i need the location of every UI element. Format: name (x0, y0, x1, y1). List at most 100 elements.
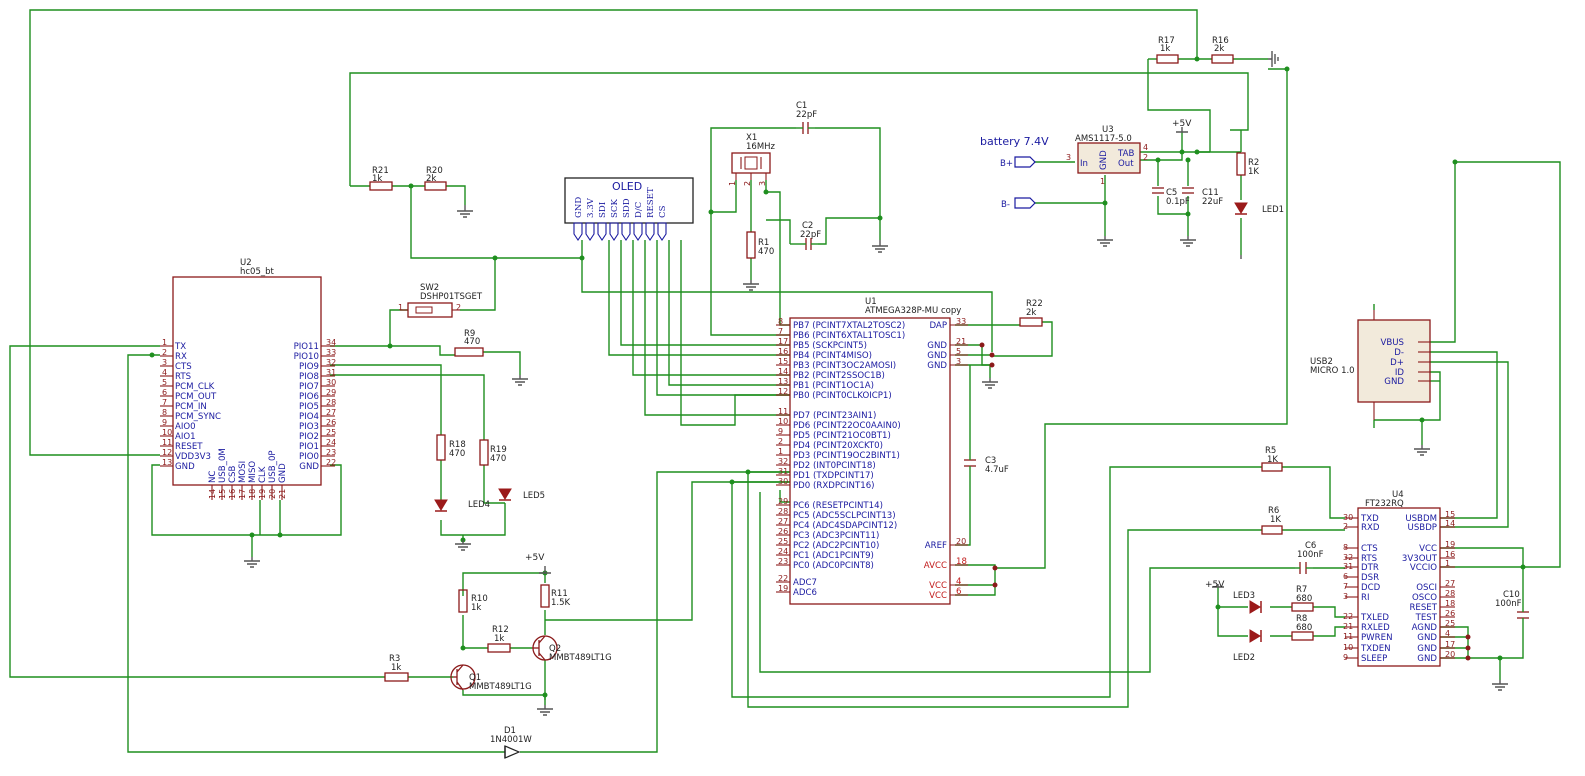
u3-num-tab: 4 (1143, 143, 1148, 152)
u1-pin-name: PD6 (PCINT22OC0AAIN0) (793, 421, 901, 431)
u2-pin-name: GND (299, 462, 319, 472)
u4-pin-number: 3 (1343, 592, 1348, 601)
u2-pin-name: CLK (258, 466, 268, 483)
q1-value: MMBT489LT1G (469, 682, 532, 692)
u4-value: FT232RQ (1365, 499, 1404, 509)
u1-pin-number: 13 (778, 377, 788, 386)
u4-pin-number: 15 (1445, 510, 1455, 519)
u1-pin-name: PB3 (PCINT3OC2AMOSI) (793, 361, 896, 371)
u4-pin-number: 14 (1445, 519, 1455, 528)
u4-pin-number: 7 (1343, 582, 1348, 591)
usb2-pin-name: GND (1384, 377, 1404, 387)
u4-pin-number: 11 (1343, 632, 1353, 641)
r8-value: 680 (1296, 623, 1312, 633)
r6-value: 1K (1270, 515, 1281, 525)
u4-pin-number: 17 (1445, 640, 1455, 649)
u1-pin-number: 33 (956, 317, 966, 326)
u4-pin-number: 9 (1343, 653, 1348, 662)
u3-num-out: 2 (1143, 153, 1148, 162)
u2-pin-name: CTS (175, 362, 192, 372)
u2-pin-name: PIO6 (299, 392, 319, 402)
u1-pin-number: 20 (956, 537, 966, 546)
u2-pin-name: USB_0M (218, 448, 228, 483)
resistors-horizontal: R21 1k R20 2k R9 470 R3 1k R12 1k R22 2k… (369, 36, 1314, 682)
u2-pin-number: 26 (326, 418, 336, 427)
u1-pin-number: 27 (778, 517, 788, 526)
u1-pin-number: 17 (778, 337, 788, 346)
x1-pin3: 3 (758, 181, 767, 186)
u2-pin-name: GND (278, 463, 288, 483)
u1-pin-number: 25 (778, 537, 788, 546)
x1-ref: X1 (746, 133, 757, 143)
u2-pin-name: PCM_OUT (175, 392, 217, 402)
u2-pin-number: 13 (162, 458, 172, 467)
u1-pin-number: 15 (778, 357, 788, 366)
u4-pin-name: 3V3OUT (1402, 554, 1438, 564)
u4-pin-number: 28 (1445, 589, 1455, 598)
u4-pin-name: VCC (1419, 544, 1437, 554)
d1-value: 1N4001W (490, 735, 532, 745)
u2-pin-number: 8 (162, 408, 167, 417)
u4-pin-number: 26 (1445, 609, 1455, 618)
r18-ref: R18 (449, 440, 466, 450)
oled-pin-shape (645, 222, 655, 241)
u2-pin-name: AIO0 (175, 422, 196, 432)
q2-value: MMBT489LT1G (549, 653, 612, 663)
u2-pin-number: 21 (278, 489, 287, 499)
r16-ref: R16 (1212, 36, 1229, 46)
u4-pin-name: SLEEP (1361, 654, 1387, 664)
r2-value: 1K (1248, 167, 1259, 177)
u2-pin-number: 22 (326, 458, 336, 467)
u3-pin-out: Out (1118, 159, 1134, 169)
led3-ref: LED3 (1233, 591, 1255, 601)
c11-ref: C11 (1202, 188, 1219, 198)
u1-pin-number: 24 (778, 547, 788, 556)
oled-pin-shape (609, 222, 619, 241)
u2-pin-name: RX (175, 352, 187, 362)
oled-pin-name: SCK (610, 199, 620, 218)
u1-pin-number: 32 (778, 457, 788, 466)
u1-pin-number: 23 (778, 557, 788, 566)
u1-pin-number: 18 (956, 557, 967, 567)
sw2-pin2: 2 (456, 303, 461, 312)
u4-pin-number: 25 (1445, 619, 1455, 628)
u2-pin-number: 34 (326, 338, 336, 347)
u1-pin-number: 30 (778, 477, 788, 486)
battery-label: battery 7.4V (980, 135, 1049, 148)
resistors-vertical: R1 470 R18 470 R19 470 R10 1k R11 1.5K R… (436, 152, 1259, 613)
led2-ref: LED2 (1233, 653, 1255, 663)
oled-pin-shape (585, 222, 595, 241)
oled-pin-shape (633, 222, 643, 241)
oled-pin-name: 3.3V (586, 197, 596, 218)
u1-pin-name: PC1 (ADC1PCINT9) (793, 551, 874, 561)
bminus-label: B- (1001, 200, 1010, 210)
r11-value: 1.5K (551, 598, 571, 608)
u2-pin-name: GND (175, 462, 195, 472)
u1-pin-name: GND (927, 341, 947, 351)
u3-pin-in: In (1080, 159, 1088, 169)
u2-pin-name: PIO4 (299, 412, 319, 422)
r1-ref: R1 (758, 238, 769, 248)
u4-pin-name: DSR (1361, 573, 1379, 583)
x1-crystal: X1 16MHz 1 2 3 (728, 133, 776, 186)
u2-pin-name: NC (208, 471, 218, 483)
u2-pin-number: 30 (326, 378, 336, 387)
bplus-label: B+ (1000, 159, 1013, 169)
c1-value: 22pF (796, 110, 817, 120)
r2-ref: R2 (1248, 158, 1259, 168)
u1-pin-name: PB0 (PCINT0CLKOICP1) (793, 391, 892, 401)
u2-pin-number: 5 (162, 378, 167, 387)
c11-value: 22uF (1202, 197, 1223, 207)
d1-ref: D1 (504, 726, 516, 736)
led5-ref: LED5 (523, 491, 545, 501)
u2-pin-name: MISO (248, 461, 258, 483)
led4-ref: LED4 (468, 500, 490, 510)
r12-ref: R12 (492, 625, 509, 635)
u2-pin-number: 27 (326, 408, 336, 417)
u1-pin-number: 1 (778, 447, 783, 456)
u1-pin-number: 8 (778, 317, 783, 326)
u1-pin-name: PD2 (INT0PCINT18) (793, 461, 876, 471)
u1-pin-number: 2 (778, 437, 783, 446)
